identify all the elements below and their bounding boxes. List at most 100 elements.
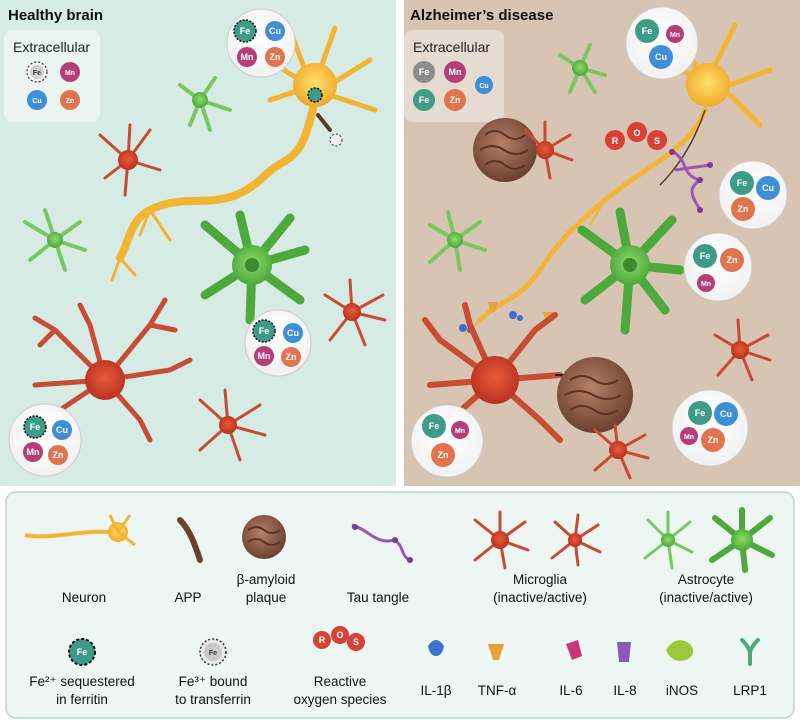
legend-tau-label: Tau tangle <box>347 590 409 605</box>
svg-text:Fe: Fe <box>240 26 251 36</box>
ad-tau-ion-bubble: Fe Cu Zn <box>718 160 788 230</box>
legend-inos-icon <box>666 640 694 661</box>
ad-microglia-right <box>713 318 772 382</box>
legend-astrocyte-active-icon <box>709 507 775 573</box>
svg-text:Fe: Fe <box>642 26 653 36</box>
legend-panel <box>5 491 795 719</box>
svg-text:Cu: Cu <box>479 83 488 90</box>
alzheimer-extracellular-label: Extracellular <box>413 39 490 55</box>
ad-astrocyte-small-left <box>428 210 487 272</box>
legend-ros-label-1: Reactive <box>314 674 367 689</box>
legend-il6-label: IL-6 <box>559 683 582 698</box>
ad-microglia-ion-bubble: Fe Mn Zn <box>410 404 484 478</box>
healthy-astrocyte-small-2 <box>23 208 87 272</box>
healthy-neuron-ion-bubble: Fe Cu Mn Zn <box>226 8 296 78</box>
ad-amyloid-plaque-top <box>473 118 537 182</box>
ad-microglia-top <box>523 120 574 180</box>
healthy-mn-ion: Mn <box>60 62 80 82</box>
legend-ferritin-icon: Fe <box>68 638 96 666</box>
legend-ros-icon: R O S <box>313 626 365 651</box>
svg-text:Zn: Zn <box>53 450 64 460</box>
healthy-microglia-ion-bubble: Fe Cu Mn Zn <box>8 403 82 477</box>
legend-tnfa-icon <box>488 644 504 660</box>
legend-transferrin-label-1: Fe³⁺ bound <box>179 674 248 689</box>
ad-cu-ion: Cu <box>475 76 493 94</box>
svg-text:Cu: Cu <box>720 409 732 419</box>
legend-neuron-label: Neuron <box>62 590 106 605</box>
legend-plaque-icon <box>242 515 286 559</box>
legend-microglia-active-icon <box>550 513 602 567</box>
svg-text:Fe: Fe <box>209 650 217 657</box>
svg-text:O: O <box>336 630 343 640</box>
svg-text:Fe: Fe <box>695 408 706 418</box>
svg-text:Fe: Fe <box>259 326 270 336</box>
healthy-astrocyte-small-1 <box>178 76 232 132</box>
svg-text:Mn: Mn <box>701 281 711 288</box>
legend-transferrin-icon: Fe <box>199 638 227 666</box>
healthy-title: Healthy brain <box>8 7 103 24</box>
legend-microglia-label-1: Microglia <box>513 572 568 587</box>
healthy-transferrin-fe3: Fe <box>26 61 48 83</box>
ad-astrocyte-small-top <box>558 43 607 94</box>
legend-plaque-label-2: plaque <box>246 590 287 605</box>
healthy-zn-ion: Zn <box>60 90 80 110</box>
legend-inos-label: iNOS <box>666 683 698 698</box>
ad-neuron-ion-bubble: Fe Mn Cu <box>625 6 699 80</box>
legend-app-icon <box>177 517 203 563</box>
svg-text:Mn: Mn <box>670 32 680 39</box>
svg-text:Fe: Fe <box>419 95 430 105</box>
legend-ros-label-2: oxygen species <box>293 692 386 707</box>
svg-text:Zn: Zn <box>66 98 75 105</box>
legend-lrp1-label: LRP1 <box>733 683 767 698</box>
svg-text:Cu: Cu <box>56 425 68 435</box>
ad-ros-cluster: R O S <box>605 122 667 150</box>
svg-text:Cu: Cu <box>32 98 41 105</box>
svg-text:Zn: Zn <box>738 204 749 214</box>
legend-astrocyte-label-2: (inactive/active) <box>659 590 753 605</box>
legend-il1b-icon <box>428 640 444 656</box>
svg-text:Fe: Fe <box>700 251 711 261</box>
healthy-microglia-bottom <box>198 388 267 462</box>
legend-il8-icon <box>617 642 631 662</box>
svg-text:Mn: Mn <box>241 52 254 62</box>
svg-text:Fe: Fe <box>429 421 440 431</box>
legend-il8-label: IL-8 <box>613 683 636 698</box>
healthy-cu-ion: Cu <box>27 90 47 110</box>
healthy-microglia-small <box>98 123 162 197</box>
svg-text:Fe: Fe <box>33 70 41 77</box>
healthy-astrocyte <box>200 210 310 325</box>
svg-text:Fe: Fe <box>737 178 748 188</box>
svg-text:Zn: Zn <box>708 435 719 445</box>
legend-il1b-label: IL-1β <box>420 683 451 698</box>
svg-text:Cu: Cu <box>269 26 281 36</box>
svg-text:Fe: Fe <box>419 67 430 77</box>
svg-text:Cu: Cu <box>655 52 667 62</box>
legend-app-label: APP <box>174 590 201 605</box>
legend-ferritin-label-2: in ferritin <box>56 692 108 707</box>
legend-il6-icon <box>566 640 582 660</box>
healthy-extracellular-label: Extracellular <box>13 39 90 55</box>
legend-plaque-label-1: β-amyloid <box>237 572 296 587</box>
ad-fe2-ion: Fe <box>413 89 435 111</box>
legend-lrp1-icon <box>740 638 760 666</box>
svg-text:Mn: Mn <box>27 447 40 457</box>
legend-tau-icon <box>351 523 413 563</box>
svg-text:R: R <box>319 635 326 645</box>
legend-microglia-label-2: (inactive/active) <box>493 590 587 605</box>
svg-text:Cu: Cu <box>287 328 299 338</box>
ad-plaque-ion-bubble: Fe Cu Mn Zn <box>671 389 749 467</box>
ros-letter-o: O <box>633 128 640 138</box>
legend-ferritin-label-1: Fe²⁺ sequestered <box>29 674 134 689</box>
ad-microglia <box>422 302 573 443</box>
svg-text:Cu: Cu <box>762 183 774 193</box>
legend-transferrin-label-2: to transferrin <box>175 692 251 707</box>
alzheimer-title: Alzheimer’s disease <box>410 7 553 24</box>
ad-zn-ion: Zn <box>444 89 466 111</box>
svg-text:Mn: Mn <box>258 351 271 361</box>
ad-amyloid-plaque-bottom <box>557 357 633 433</box>
legend-tnfa-label: TNF-α <box>478 683 517 698</box>
svg-text:Fe: Fe <box>77 647 88 657</box>
healthy-microglia-right <box>323 278 387 347</box>
